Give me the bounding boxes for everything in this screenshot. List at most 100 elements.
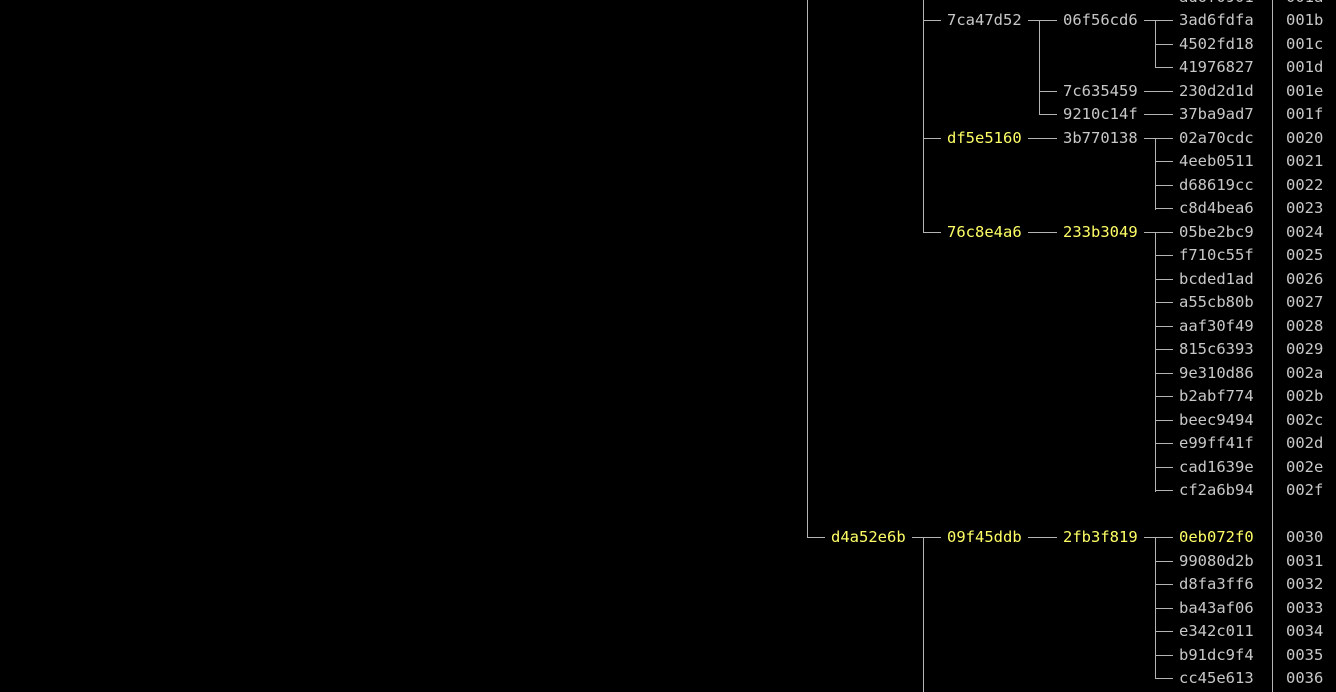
tree-node: b2abf774	[1179, 387, 1254, 405]
tree-node: ba43af06	[1179, 598, 1254, 617]
row-id: 002e	[1286, 457, 1324, 476]
tree-node: 0eb072f0	[1179, 528, 1254, 546]
tree-node: df5e5160	[947, 128, 1022, 147]
row-id: 0022	[1286, 175, 1324, 194]
tree-connector	[1143, 114, 1155, 115]
tree-connector	[1155, 185, 1173, 186]
tree-node: 9e310d86	[1179, 363, 1254, 382]
tree-connector	[1155, 561, 1173, 562]
tree-connector	[1143, 537, 1155, 538]
tree-node: d68619cc	[1179, 175, 1254, 194]
tree-connector	[1155, 443, 1173, 444]
tree-node: d8fa3ff6	[1179, 575, 1254, 593]
row-id: 001f	[1286, 105, 1324, 123]
tree-connector	[1027, 537, 1039, 538]
row-id: 0036	[1286, 669, 1324, 687]
tree-node: bcded1ad	[1179, 269, 1254, 288]
tree-connector	[1027, 138, 1039, 139]
tree-connector	[1155, 678, 1173, 679]
tree-connector	[1155, 279, 1173, 280]
row-id: 001c	[1286, 34, 1324, 53]
tree-connector	[1155, 349, 1173, 350]
row-id: 0035	[1286, 645, 1324, 664]
tree-connector	[1155, 537, 1173, 538]
tree-connector	[1039, 91, 1057, 92]
row-id: 001a	[1286, 0, 1323, 7]
tree-connector	[1143, 20, 1155, 21]
tree-connector	[1039, 232, 1057, 233]
row-id: 0027	[1286, 293, 1324, 311]
row-id: 0021	[1286, 152, 1324, 170]
tree-node: aaf30f49	[1179, 316, 1254, 335]
tree-connector	[923, 0, 924, 233]
tree-connector	[1155, 91, 1156, 92]
tree-connector	[1155, 20, 1173, 21]
row-id: 0029	[1286, 340, 1324, 358]
tree-node: ad6f0901	[1179, 0, 1254, 7]
tree-connector	[1155, 232, 1173, 233]
tree-connector	[1027, 20, 1039, 21]
tree-connector	[1155, 302, 1173, 303]
tree-connector	[1039, 138, 1057, 139]
tree-connector	[1155, 420, 1173, 421]
tree-node: 3ad6fdfa	[1179, 11, 1254, 29]
tree-connector	[923, 537, 941, 538]
tree-node: cad1639e	[1179, 457, 1254, 476]
tree-connector	[1143, 232, 1155, 233]
row-id: 0026	[1286, 269, 1324, 288]
tree-connector	[1155, 138, 1156, 210]
tree-connector	[1155, 67, 1173, 68]
tree-node: 09f45ddb	[947, 528, 1022, 546]
tree-node: 3b770138	[1063, 128, 1138, 147]
tree-node: 4502fd18	[1179, 34, 1254, 53]
tree-connector	[1155, 232, 1156, 492]
row-id: 0031	[1286, 551, 1324, 570]
tree-connector	[1039, 20, 1057, 21]
tree-connector	[1155, 467, 1173, 468]
tree-connector	[1155, 584, 1173, 585]
tree-node: 06f56cd6	[1063, 11, 1138, 29]
tree-connector	[1155, 490, 1173, 491]
tree-connector	[807, 537, 825, 538]
tree-node: 4eeb0511	[1179, 152, 1254, 170]
tree-node: 233b3049	[1063, 222, 1138, 241]
row-id: 001e	[1286, 81, 1324, 100]
tree-connector	[1155, 608, 1173, 609]
row-id: 0033	[1286, 598, 1324, 617]
tree-connector	[1272, 0, 1273, 692]
tree-connector	[1155, 537, 1156, 679]
tree-node: 02a70cdc	[1179, 128, 1254, 147]
row-id: 002a	[1286, 363, 1324, 382]
row-id: 002c	[1286, 410, 1324, 429]
tree-connector	[1027, 232, 1039, 233]
tree-connector	[923, 138, 941, 139]
tree-node: 7c635459	[1063, 81, 1138, 100]
row-id: 0020	[1286, 128, 1324, 147]
tree-connector	[1143, 91, 1155, 92]
tree-connector	[923, 537, 924, 692]
row-id: 001b	[1286, 11, 1324, 29]
row-id: 0034	[1286, 622, 1324, 640]
tree-connector	[1039, 232, 1040, 233]
row-id: 002d	[1286, 434, 1324, 452]
tree-connector	[1155, 161, 1173, 162]
tree-node: e99ff41f	[1179, 434, 1254, 452]
tree-connector	[1155, 396, 1173, 397]
tree-connector	[911, 537, 923, 538]
tree-connector	[1155, 255, 1173, 256]
tree-connector	[1155, 208, 1173, 209]
tree-connector	[1039, 20, 1040, 115]
tree-connector	[1143, 138, 1155, 139]
tree-connector	[1155, 114, 1156, 115]
row-id: 0024	[1286, 222, 1324, 241]
tree-connector	[1039, 537, 1057, 538]
row-id: 0032	[1286, 575, 1324, 593]
tree-connector	[923, 232, 941, 233]
row-id: 001d	[1286, 58, 1324, 76]
tree-node: f710c55f	[1179, 246, 1254, 264]
tree-connector	[1039, 537, 1040, 538]
tree-node: 230d2d1d	[1179, 81, 1254, 100]
tree-node: 37ba9ad7	[1179, 105, 1254, 123]
tree-connector	[807, 0, 808, 538]
